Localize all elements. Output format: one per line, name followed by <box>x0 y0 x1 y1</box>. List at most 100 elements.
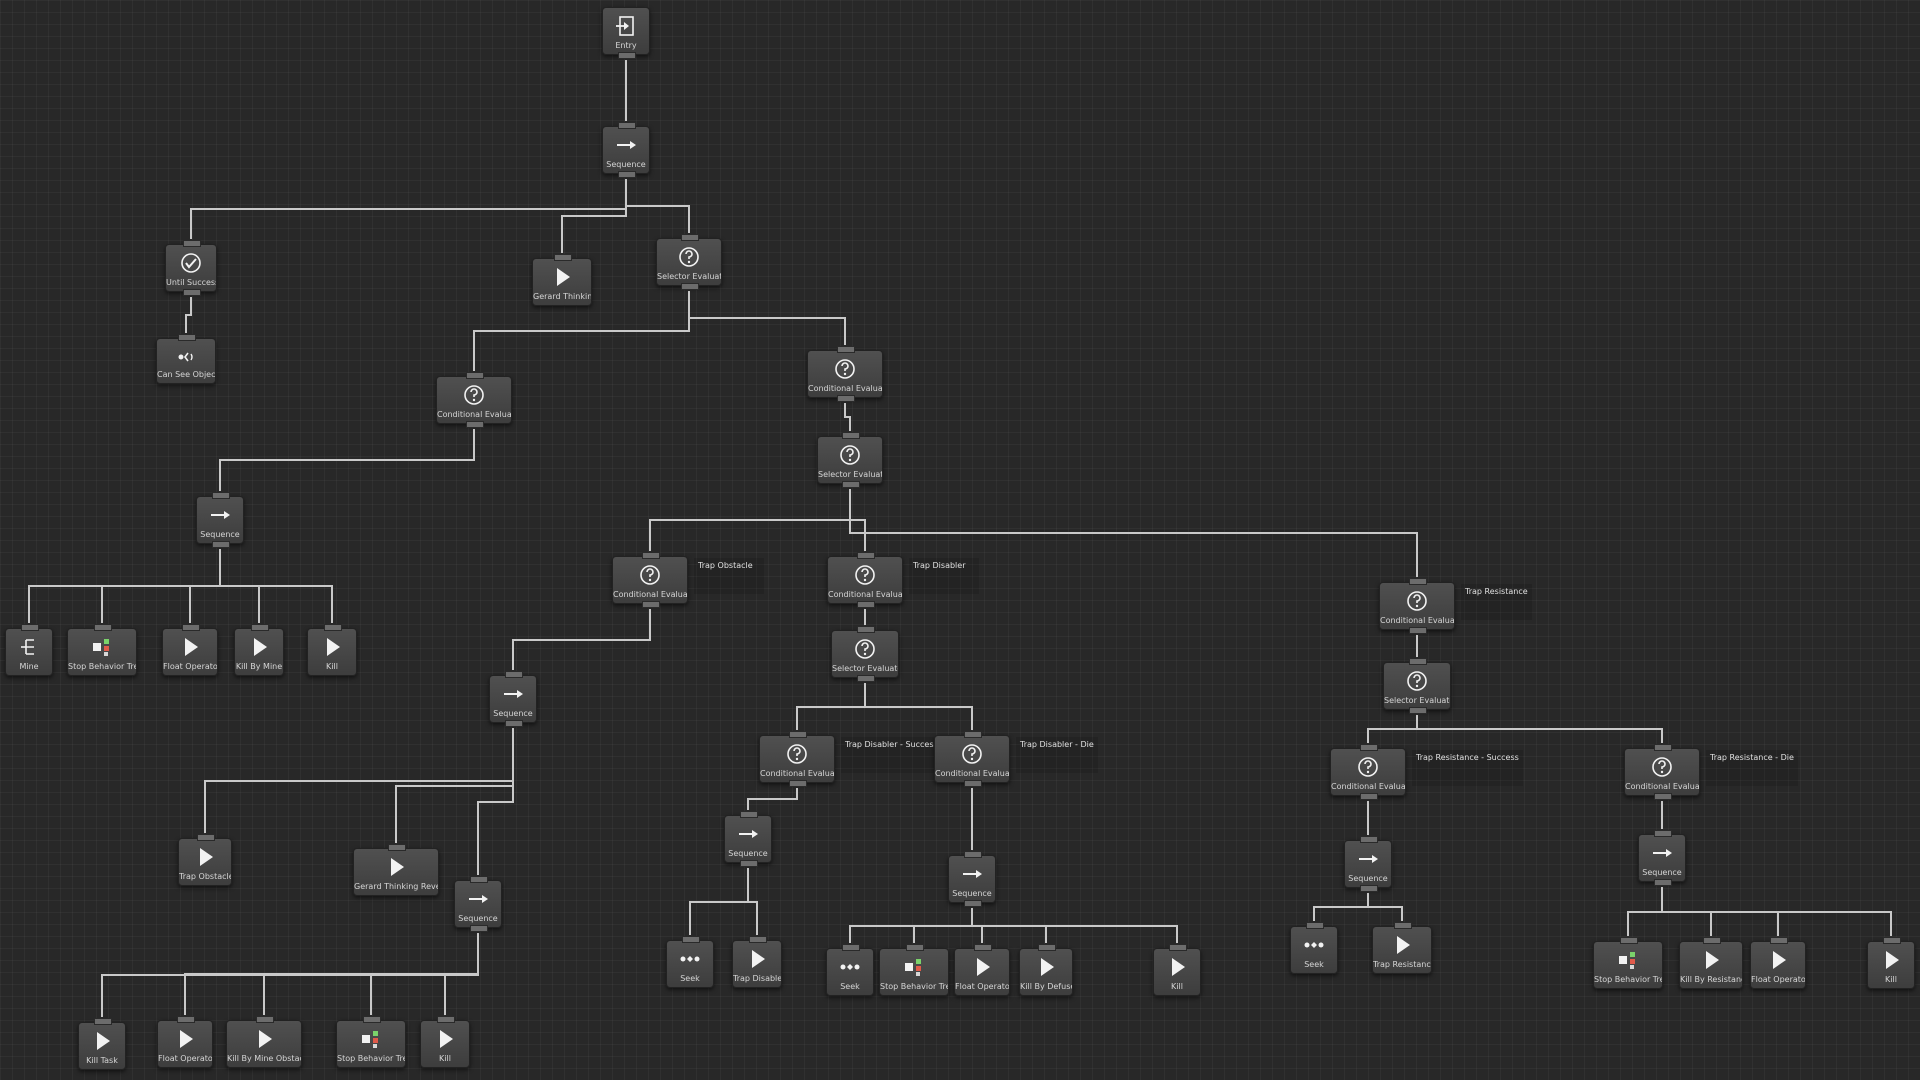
connection-line <box>913 908 973 943</box>
selector-evaluator-node[interactable]: Selector Evaluator <box>831 626 899 682</box>
play-icon <box>1751 948 1805 972</box>
node-label: Kill By Resistance <box>1680 975 1742 984</box>
play-icon <box>1020 955 1072 979</box>
gerard-thinking-node[interactable]: Gerard Thinking <box>532 254 592 306</box>
kill-task-node[interactable]: Kill Task <box>78 1018 126 1070</box>
stop-behavior-tree-icon <box>880 955 948 979</box>
selector-evaluator-node[interactable]: Selector Evaluator <box>656 234 722 290</box>
sequence-node[interactable]: Sequence <box>1344 836 1392 892</box>
float-operator-node[interactable]: Float Operator <box>162 624 218 676</box>
conditional-evaluator-node[interactable]: Conditional Evaluator <box>1330 744 1406 800</box>
kill-node[interactable]: Kill <box>1153 944 1201 996</box>
stop-behavior-tree-node[interactable]: Stop Behavior Tree <box>879 944 949 996</box>
node-label: Kill <box>326 662 338 671</box>
node-label: Conditional Evaluator <box>935 769 1009 778</box>
connection-line <box>190 179 627 239</box>
float-operator-node[interactable]: Float Operator <box>954 944 1010 996</box>
conditional-evaluator-icon <box>808 357 882 381</box>
seek-node[interactable]: Seek <box>1290 922 1338 974</box>
selector-evaluator-icon <box>832 637 898 661</box>
node-label: Trap Disabler <box>733 974 781 983</box>
sequence-node[interactable]: Sequence <box>1638 830 1686 886</box>
connection-line <box>849 489 866 551</box>
kill-node[interactable]: Kill <box>1867 937 1915 989</box>
entry-node[interactable]: Entry <box>602 7 650 59</box>
play-icon <box>1868 948 1914 972</box>
play-icon <box>1680 948 1742 972</box>
mine-node[interactable]: Mine <box>5 624 53 676</box>
sequence-node[interactable]: Sequence <box>602 122 650 178</box>
conditional-evaluator-node[interactable]: Conditional Evaluator <box>934 731 1010 787</box>
conditional-evaluator-icon <box>828 563 902 587</box>
selector-evaluator-node[interactable]: Selector Evaluator <box>1383 658 1451 714</box>
stop-behavior-tree-node[interactable]: Stop Behavior Tree <box>67 624 137 676</box>
sequence-node[interactable]: Sequence <box>454 876 502 932</box>
connection-line <box>204 728 514 833</box>
kill-by-defuse-node[interactable]: Kill By Defuse <box>1019 944 1073 996</box>
seek-icon <box>1291 933 1337 957</box>
connection-line <box>747 868 758 935</box>
sequence-node[interactable]: Sequence <box>489 671 537 727</box>
conditional-evaluator-node[interactable]: Conditional Evaluator <box>1624 744 1700 800</box>
kill-node[interactable]: Kill <box>307 624 357 676</box>
connection-line <box>185 297 192 333</box>
stop-behavior-tree-node[interactable]: Stop Behavior Tree <box>336 1016 406 1068</box>
conditional-evaluator-icon <box>613 563 687 587</box>
sequence-node[interactable]: Sequence <box>948 851 996 907</box>
node-label: Stop Behavior Tree <box>337 1054 405 1063</box>
float-operator-node[interactable]: Float Operator <box>1750 937 1806 989</box>
trap-disabler-node[interactable]: Trap Disabler <box>732 936 782 988</box>
kill-node[interactable]: Kill <box>420 1016 470 1068</box>
node-label: Conditional Evaluator <box>760 769 834 778</box>
connection-line <box>444 933 479 1015</box>
node-label: Kill <box>439 1054 451 1063</box>
node-label: Conditional Evaluator <box>808 384 882 393</box>
sequence-icon <box>490 682 536 706</box>
conditional-evaluator-node[interactable]: Conditional Evaluator <box>1379 578 1455 634</box>
sequence-icon <box>1345 847 1391 871</box>
sequence-node[interactable]: Sequence <box>724 811 772 867</box>
node-comment: Trap Resistance <box>1461 584 1532 620</box>
conditional-evaluator-icon <box>935 742 1009 766</box>
node-comment: Trap Resistance - Success <box>1412 750 1523 786</box>
float-operator-node[interactable]: Float Operator <box>157 1016 213 1068</box>
conditional-evaluator-node[interactable]: Conditional Evaluator <box>807 346 883 402</box>
node-label: Mine <box>19 662 39 671</box>
connection-line <box>561 179 627 253</box>
play-icon <box>1154 955 1200 979</box>
conditional-evaluator-node[interactable]: Conditional Evaluator <box>436 372 512 428</box>
connection-line <box>1416 715 1663 743</box>
node-label: Seek <box>680 974 700 983</box>
connection-line <box>219 429 475 491</box>
kill-by-mine-obstacle-node[interactable]: Kill By Mine Obstacle <box>226 1016 302 1068</box>
selector-evaluator-node[interactable]: Selector Evaluator <box>817 432 883 488</box>
play-icon <box>163 635 217 659</box>
node-label: Selector Evaluator <box>818 470 882 479</box>
play-icon <box>1373 933 1431 957</box>
stop-behavior-tree-node[interactable]: Stop Behavior Tree <box>1593 937 1663 989</box>
kill-by-resistance-node[interactable]: Kill By Resistance <box>1679 937 1743 989</box>
sequence-icon <box>455 887 501 911</box>
node-label: Conditional Evaluator <box>437 410 511 419</box>
play-icon <box>79 1029 125 1053</box>
node-comment: Trap Obstacle <box>694 558 764 594</box>
connection-line <box>477 728 514 875</box>
kill-by-mine-node[interactable]: Kill By Mine <box>234 624 284 676</box>
trap-resistance-node[interactable]: Trap Resistance <box>1372 922 1432 974</box>
conditional-evaluator-node[interactable]: Conditional Evaluator <box>827 552 903 608</box>
gerard-thinking-reverse-node[interactable]: Gerard Thinking Reverse <box>353 844 439 896</box>
sequence-node[interactable]: Sequence <box>196 492 244 548</box>
trap-obstacle-node[interactable]: Trap Obstacle <box>178 834 232 886</box>
connection-line <box>796 683 866 730</box>
seek-node[interactable]: Seek <box>666 936 714 988</box>
seek-node[interactable]: Seek <box>826 944 874 996</box>
can-see-object-node[interactable]: Can See Object <box>156 334 216 384</box>
until-success-node[interactable]: Until Success <box>165 240 217 296</box>
conditional-evaluator-node[interactable]: Conditional Evaluator <box>759 731 835 787</box>
selector-evaluator-icon <box>818 443 882 467</box>
play-icon <box>179 845 231 869</box>
conditional-evaluator-node[interactable]: Conditional Evaluator <box>612 552 688 608</box>
stop-behavior-tree-icon <box>1594 948 1662 972</box>
connection-line <box>512 609 651 670</box>
